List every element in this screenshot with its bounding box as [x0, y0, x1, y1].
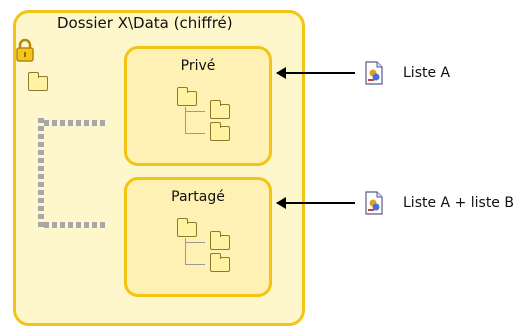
tree-line — [185, 133, 205, 134]
arrow-left-icon — [276, 67, 355, 79]
partage-folder-box: Partagé — [124, 177, 272, 297]
list-a-b-label: Liste A + liste B — [403, 195, 514, 211]
document-icon — [365, 191, 383, 215]
tree-line — [185, 238, 186, 265]
folder-icon — [210, 122, 230, 141]
folder-icon — [177, 87, 197, 106]
prive-folder-box: Privé — [124, 46, 272, 166]
lock-icon — [16, 38, 34, 62]
outer-folder-title: Dossier X\Data (chiffré) — [57, 14, 233, 32]
dotted-connector-prive — [44, 120, 108, 126]
dotted-connector-vertical — [38, 118, 44, 228]
tree-line — [185, 111, 205, 112]
dotted-connector-partage — [44, 222, 108, 228]
folder-icon — [210, 231, 230, 250]
prive-title: Privé — [180, 58, 216, 74]
folder-icon — [177, 218, 197, 237]
tree-line — [185, 107, 186, 134]
folder-icon — [210, 253, 230, 272]
root-folder-icon — [28, 72, 48, 91]
list-a-label: Liste A — [403, 65, 451, 81]
document-icon — [365, 61, 383, 85]
folder-icon — [210, 100, 230, 119]
tree-line — [185, 264, 205, 265]
tree-line — [185, 242, 205, 243]
arrow-left-icon — [276, 197, 355, 209]
partage-title: Partagé — [171, 189, 225, 205]
